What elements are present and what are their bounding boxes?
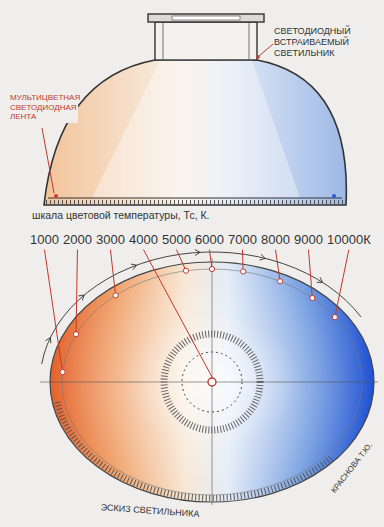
author-name: КРАСНОВА Т.Ю. — [329, 441, 374, 495]
part-label: СВЕТОДИОДНЫЙ ВСТРАИВАЕМЫЙ СВЕТИЛЬНИК — [274, 26, 366, 58]
led-strip — [54, 194, 58, 198]
leader-line — [259, 44, 273, 56]
scale-dot — [113, 293, 118, 298]
part-label: МУЛЬТИЦВЕТНАЯ СВЕТОДИОДНАЯ ЛЕНТА — [8, 92, 78, 123]
inner-hatch-ring — [164, 334, 260, 430]
leader-line — [76, 250, 77, 335]
rim-hatch — [57, 402, 332, 498]
center-point — [208, 378, 216, 386]
scale-arrowhead — [317, 277, 323, 282]
neck-line — [249, 22, 250, 60]
leader-line — [110, 250, 115, 296]
scale-arrowhead — [260, 254, 266, 260]
dotted-ring — [182, 352, 242, 412]
sketch-caption: ЭСКИЗ СВЕТИЛЬНИКА — [100, 502, 200, 520]
scale-arrowhead — [131, 264, 137, 270]
scale-value: 3000 — [96, 232, 125, 248]
leader-line — [335, 250, 349, 318]
scale-value: 5000 — [162, 232, 191, 248]
lamp-dome — [44, 60, 346, 205]
scale-arrowhead — [46, 338, 51, 344]
scale-value: 9000 — [294, 232, 323, 248]
scale-dot — [310, 295, 315, 300]
scale-value: 6000 — [195, 232, 224, 248]
scale-value: 2000 — [63, 232, 92, 248]
light-cone — [92, 60, 300, 198]
scale-dot — [241, 269, 246, 274]
lamp-cap — [148, 14, 264, 22]
scale-arc — [42, 252, 361, 364]
leader-dot — [256, 55, 260, 59]
scale-dot — [183, 268, 188, 273]
led-strip — [332, 194, 336, 198]
scale-value: 10000К — [327, 232, 371, 248]
scale-arrowhead — [78, 295, 84, 301]
leader-line — [44, 250, 62, 373]
base-hatch — [46, 200, 344, 204]
scale-dot — [60, 370, 65, 375]
scale-value: 8000 — [261, 232, 290, 248]
leader-line — [308, 250, 312, 298]
scale-value: 7000 — [228, 232, 257, 248]
leader-line — [42, 128, 54, 193]
scale-value: 1000 — [30, 232, 59, 248]
leader-line — [176, 250, 185, 271]
scale-dot — [209, 266, 214, 271]
scale-arrowhead — [195, 250, 200, 256]
scale-dot — [73, 332, 78, 337]
neck-line — [163, 22, 164, 60]
scale-title: шкала цветовой температуры, Тс, К. — [32, 209, 210, 222]
leader-line — [275, 250, 280, 282]
base-line — [48, 197, 342, 198]
lamp-neck — [155, 22, 257, 60]
downlight-glass — [172, 16, 240, 20]
scale-dot — [277, 279, 282, 284]
scale-dot — [332, 315, 337, 320]
leader-line — [143, 250, 212, 377]
scale-value: 4000 — [129, 232, 158, 248]
leader-line — [242, 250, 244, 272]
